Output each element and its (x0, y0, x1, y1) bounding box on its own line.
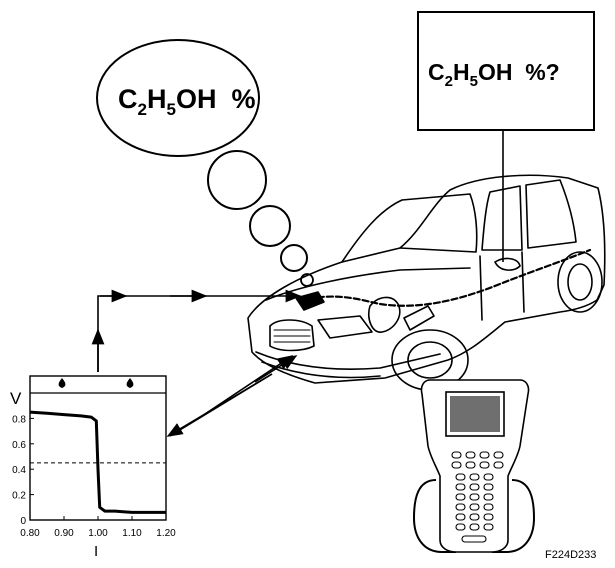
rear-wheel (557, 251, 603, 313)
y-tick-label: 0.8 (12, 414, 26, 425)
figure-code: F224D233 (545, 549, 596, 561)
front-grille (269, 319, 315, 352)
thought-bubble: C2H5OH % (96, 39, 314, 287)
drop-icon (126, 378, 134, 388)
x-tick-label: 1.20 (156, 528, 176, 539)
y-tick-label: 0.2 (12, 491, 26, 502)
voltage-current-chart: 0 0.2 0.4 0.6 0.8 0.80 0.90 1.00 1.10 1.20 V I (10, 375, 176, 560)
drop-icon (58, 378, 66, 388)
x-tick-label: 1.00 (88, 528, 108, 539)
x-tick-label: 0.80 (20, 528, 40, 539)
side-windows (481, 179, 577, 251)
sensor-module (295, 291, 325, 311)
bumper (255, 351, 441, 379)
y-tick-label: 0 (20, 516, 26, 527)
y-axis-label: V (10, 389, 22, 408)
car-illustration (247, 174, 606, 391)
ethanol-display-box: C2H5OH %? (417, 11, 595, 262)
bubble-formula: C2H5OH % (118, 84, 255, 119)
y-tick-label: 0.4 (12, 465, 26, 476)
door-line (479, 251, 525, 321)
y-tick-label: 0.6 (12, 440, 26, 451)
display-formula: C2H5OH %? (428, 59, 560, 90)
headlight-left (317, 315, 373, 339)
keypad (451, 451, 504, 543)
scan-tool-device (412, 379, 536, 553)
engine-components (367, 296, 435, 333)
fuel-line (298, 248, 592, 307)
series-line (29, 410, 166, 514)
x-tick-label: 1.10 (122, 528, 142, 539)
hood-line (265, 267, 471, 301)
signal-arrows (91, 289, 302, 437)
x-tick-label: 0.90 (54, 528, 74, 539)
side-mirror (494, 257, 521, 271)
windshield (341, 193, 478, 263)
x-axis-label: I (94, 543, 98, 560)
